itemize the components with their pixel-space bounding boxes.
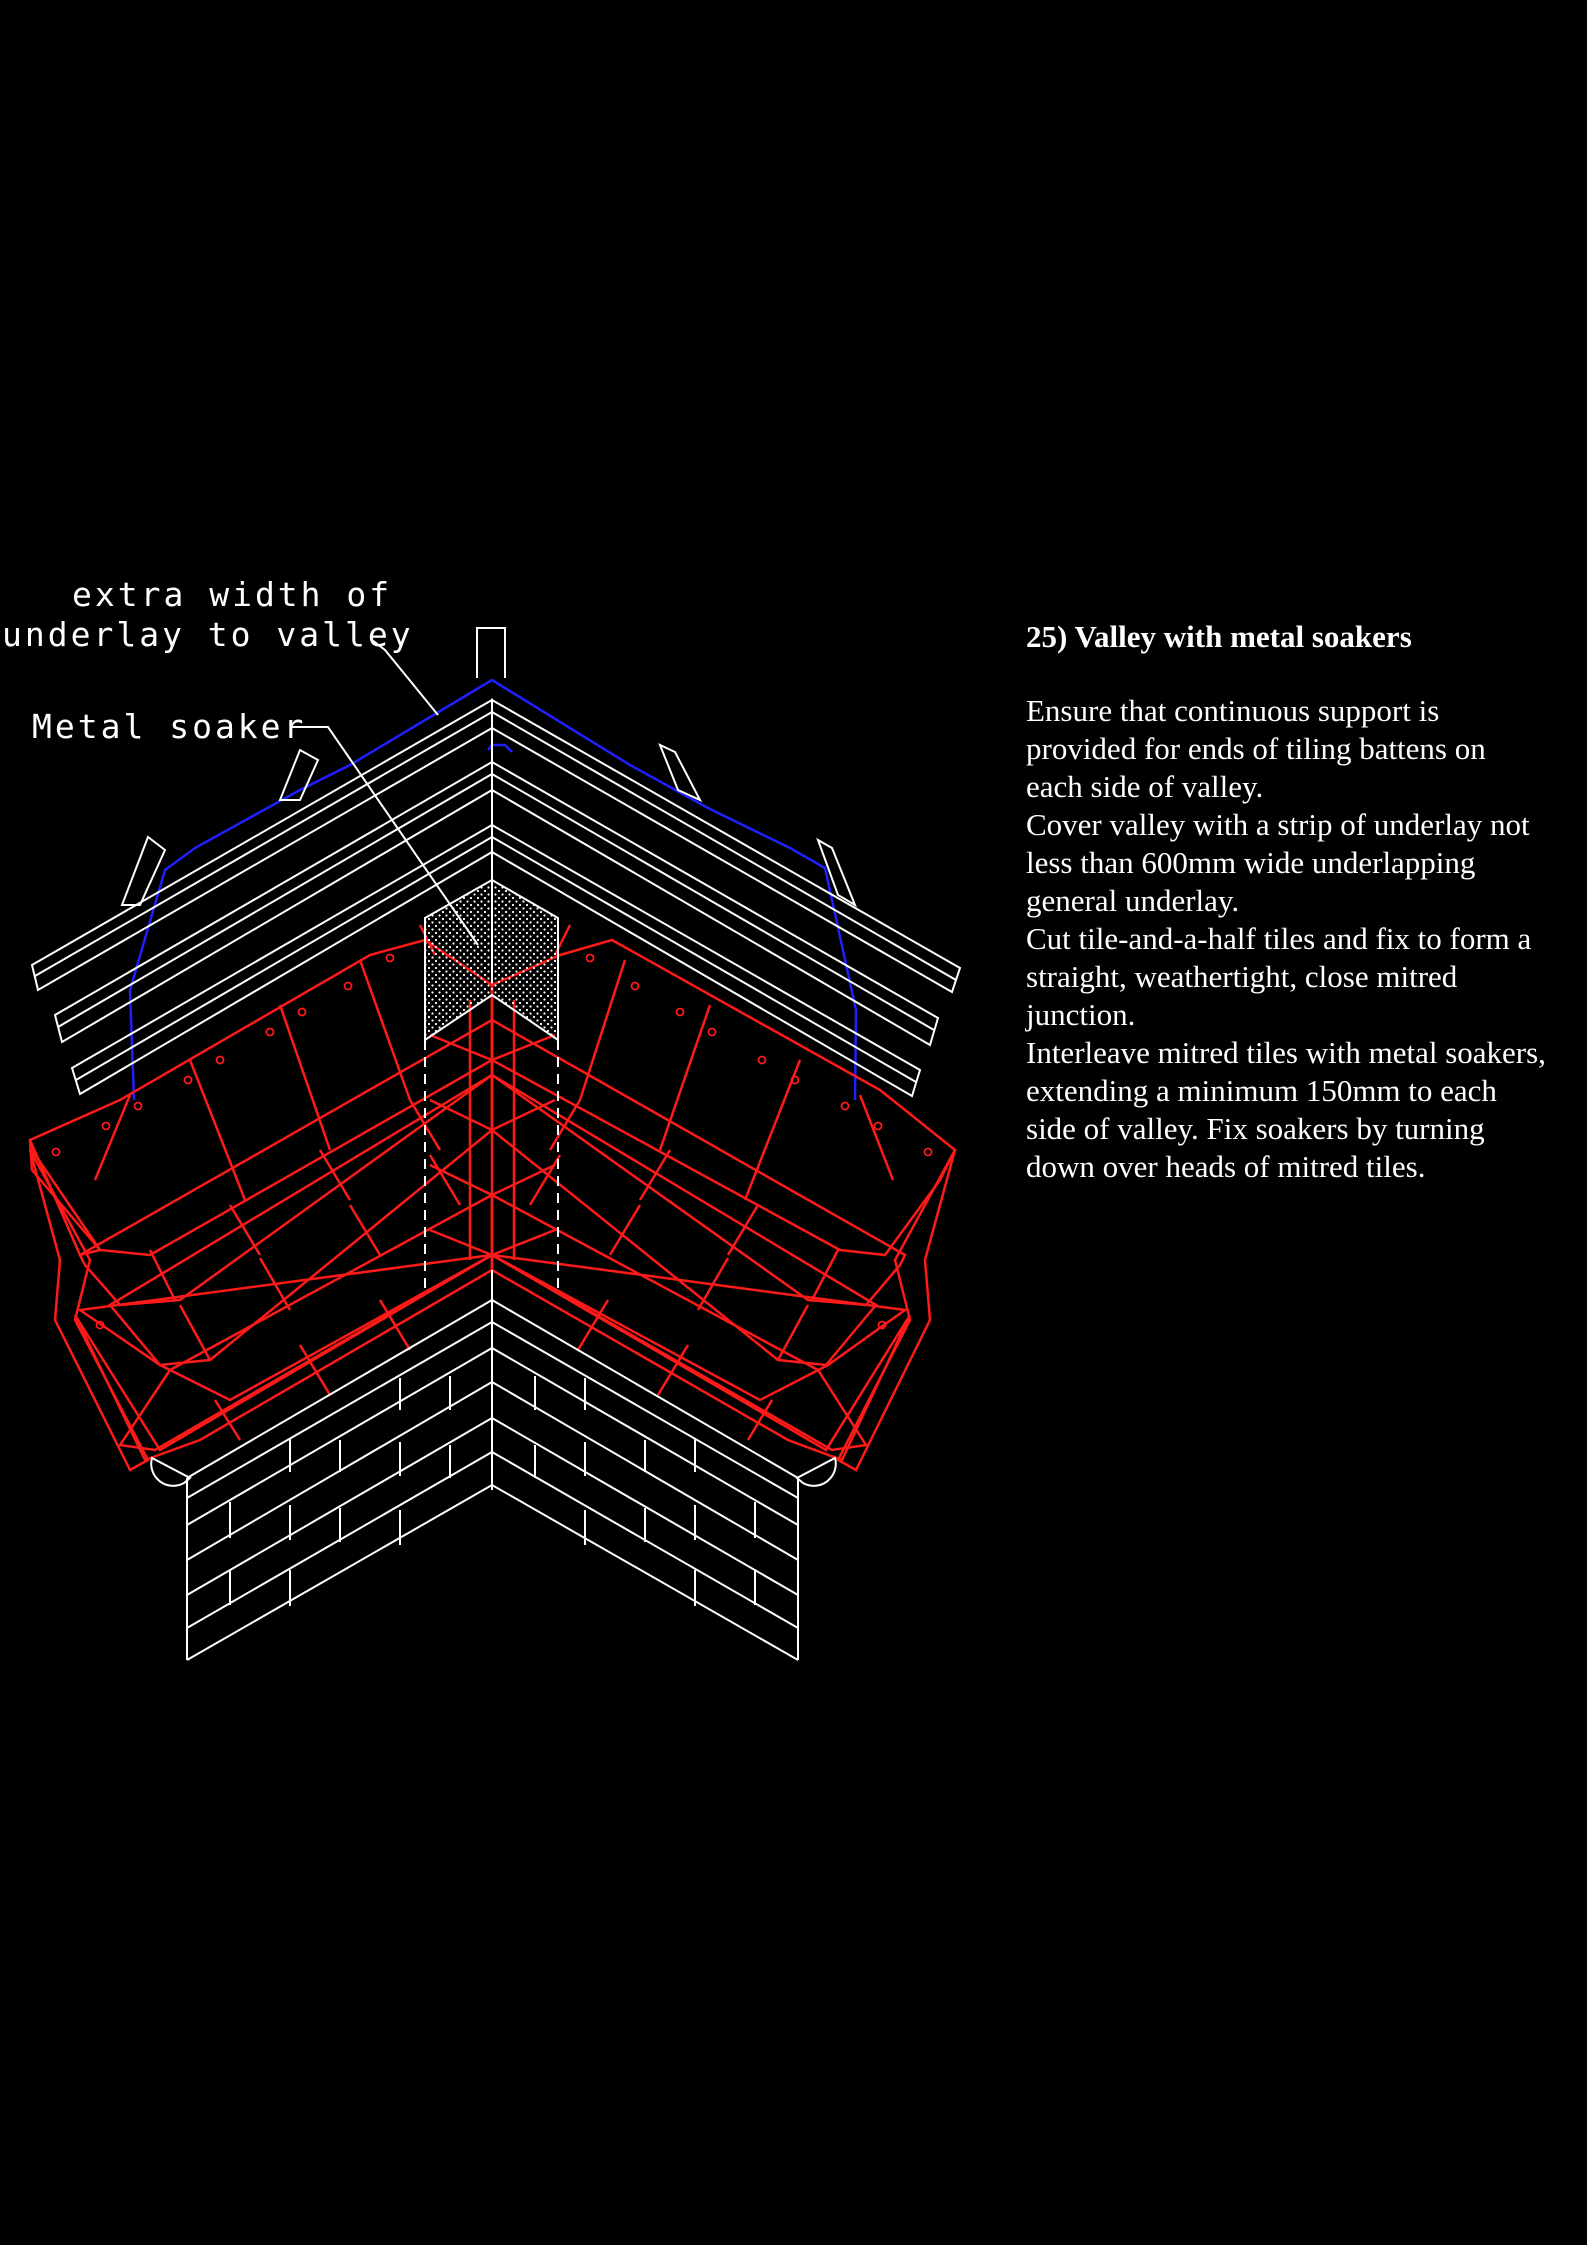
notes-line: junction.	[1026, 997, 1136, 1032]
tile-nail-holes	[51, 953, 933, 1330]
ridge-rafter	[476, 627, 506, 678]
notes-line: down over heads of mitred tiles.	[1026, 1149, 1426, 1184]
notes-line: provided for ends of tiling battens on	[1026, 731, 1486, 766]
notes-line: less than 600mm wide underlapping	[1026, 845, 1476, 880]
underlay-label-line1: extra width of	[72, 575, 392, 614]
notes-title: 25) Valley with metal soakers	[1026, 619, 1412, 654]
valley-underlay	[128, 678, 858, 1101]
soaker-label: Metal soaker	[32, 707, 306, 746]
metal-soaker	[424, 878, 559, 1290]
specification-notes: 25) Valley with metal soakers Ensure tha…	[1026, 618, 1586, 1186]
underlay-label-line2: underlay to valley	[2, 615, 414, 654]
notes-line: general underlay.	[1026, 883, 1240, 918]
notes-line: Ensure that continuous support is	[1026, 693, 1440, 728]
notes-line: Cut tile-and-a-half tiles and fix to for…	[1026, 921, 1532, 956]
notes-line: each side of valley.	[1026, 769, 1264, 804]
notes-line: side of valley. Fix soakers by turning	[1026, 1111, 1485, 1146]
leader-lines	[292, 639, 479, 946]
notes-line: extending a minimum 150mm to each	[1026, 1073, 1497, 1108]
notes-line: straight, weathertight, close mitred	[1026, 959, 1458, 994]
notes-line: Interleave mitred tiles with metal soake…	[1026, 1035, 1546, 1070]
plain-tiles	[28, 924, 957, 1472]
brick-wall	[150, 1270, 837, 1661]
tiling-battens	[30, 698, 962, 1098]
notes-line: Cover valley with a strip of underlay no…	[1026, 807, 1530, 842]
